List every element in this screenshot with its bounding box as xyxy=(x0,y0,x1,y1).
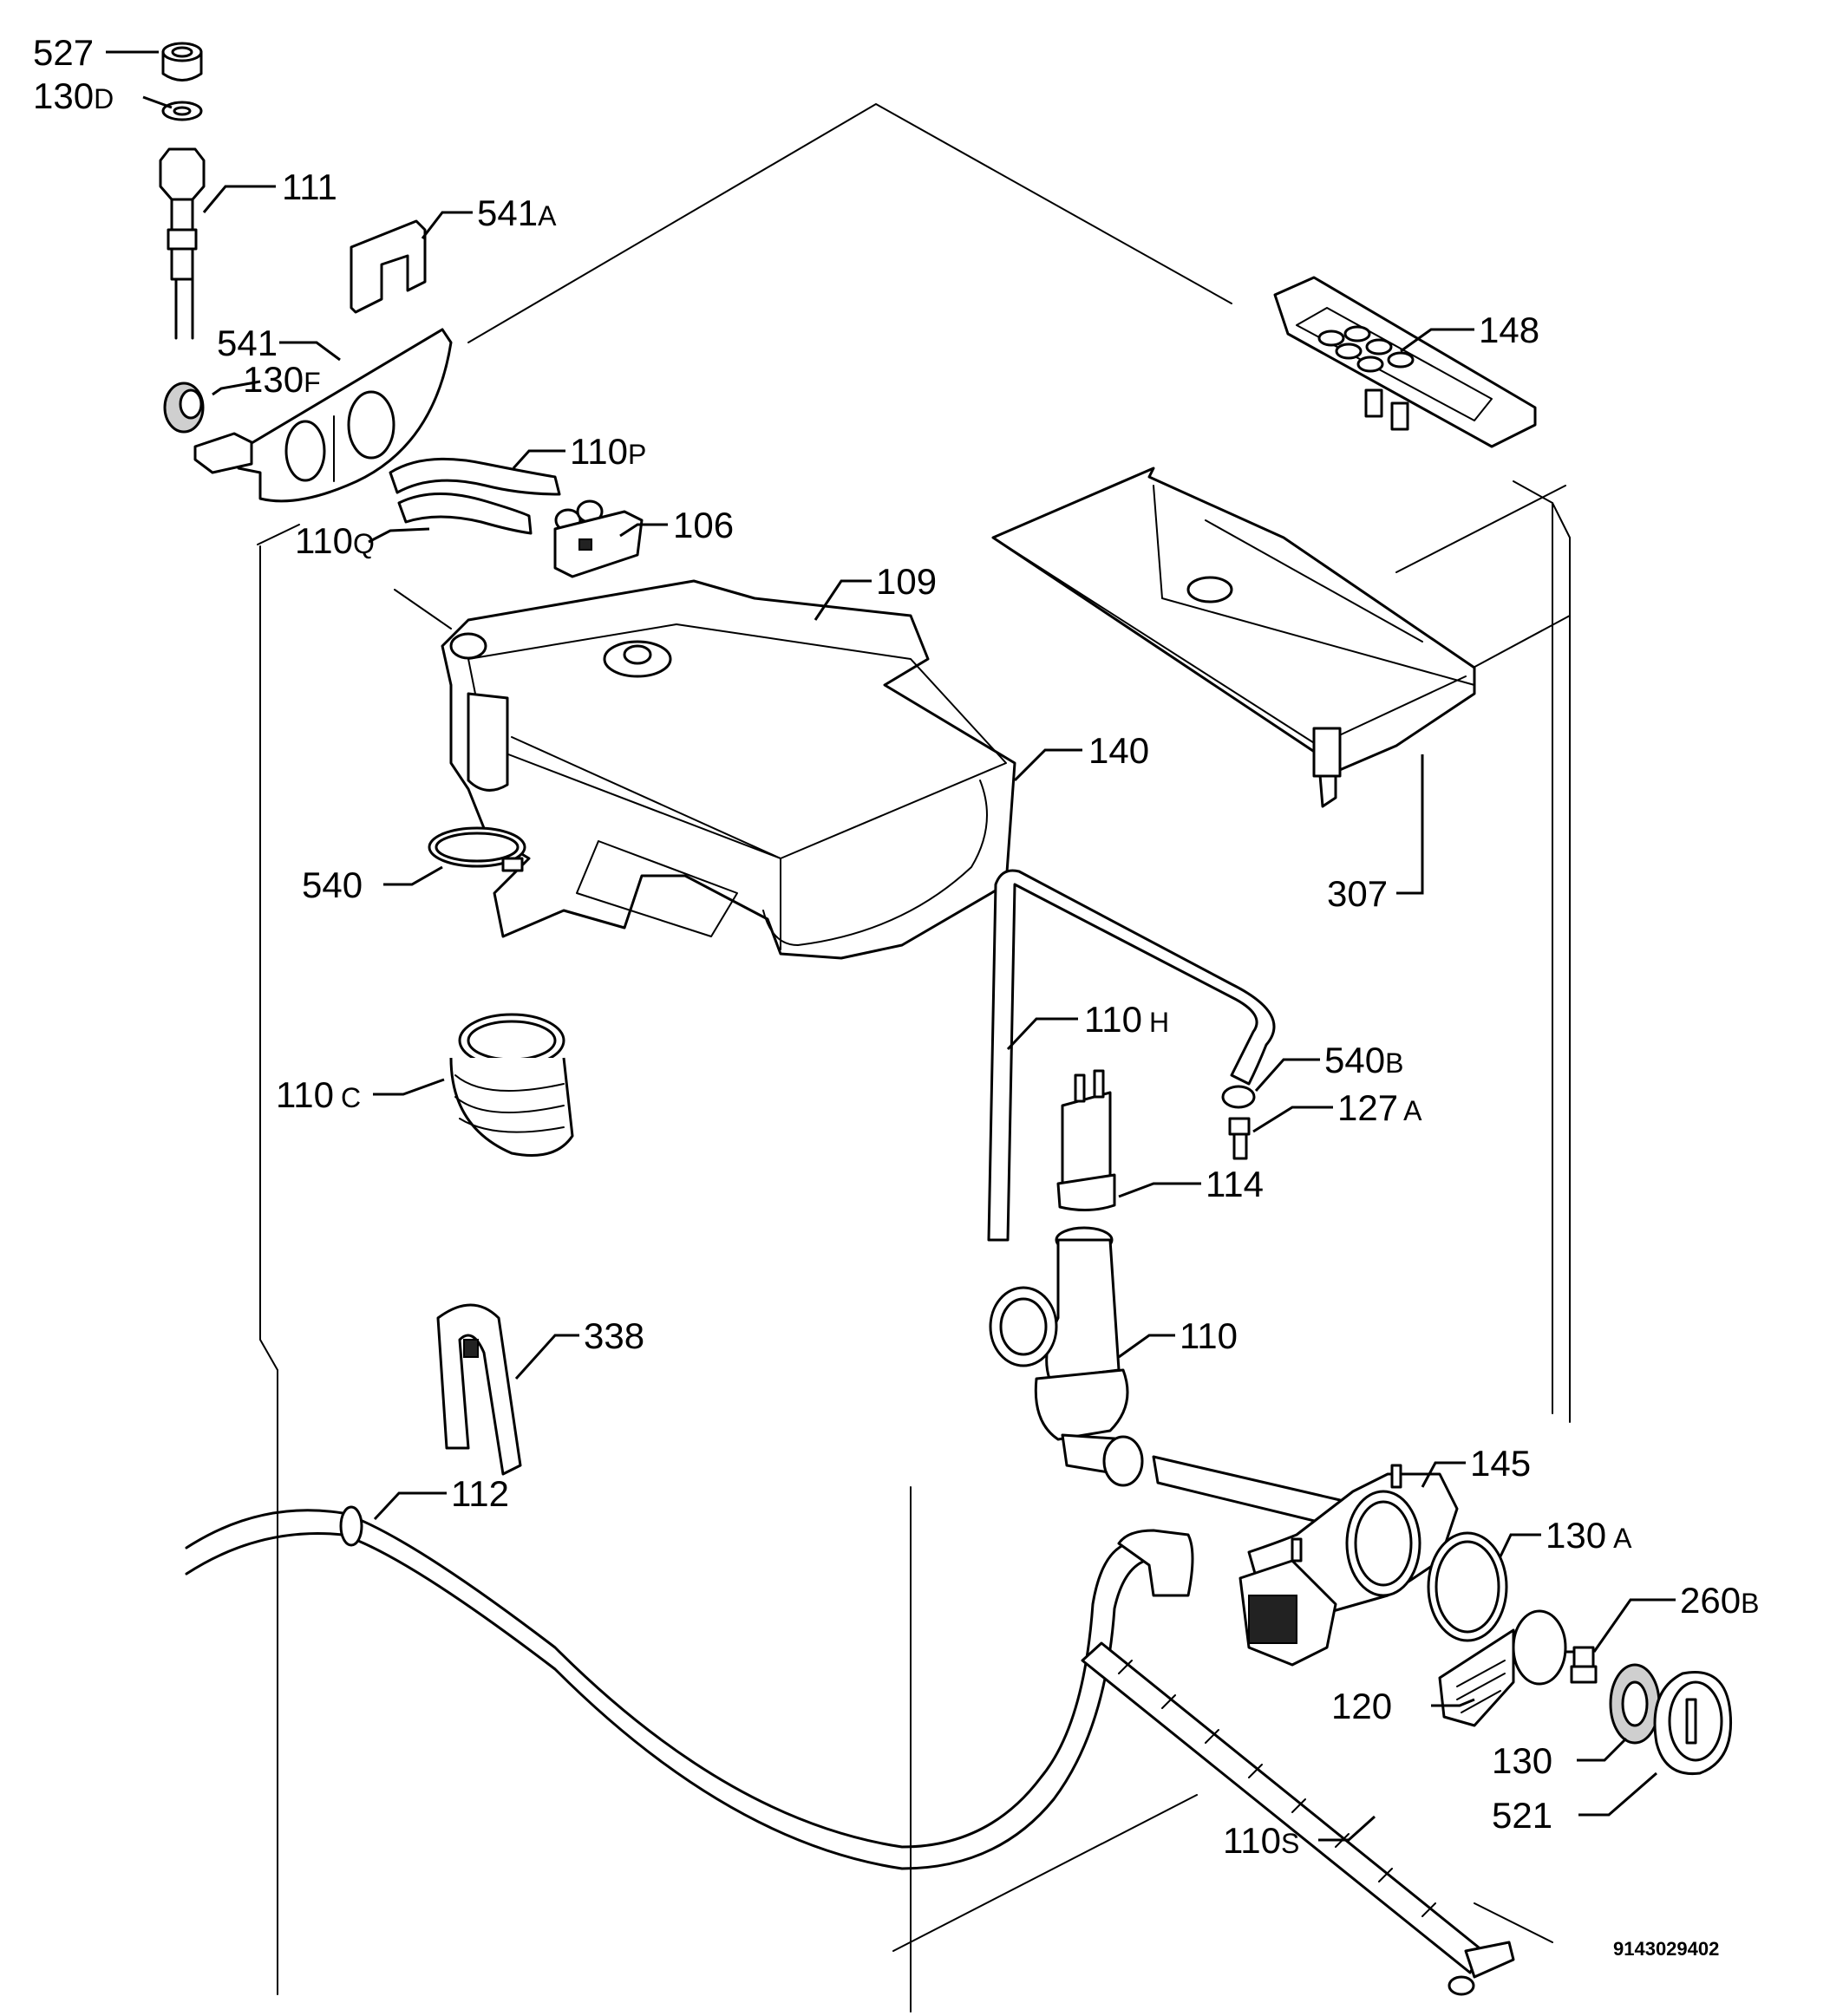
part-130d-washer xyxy=(161,101,203,121)
part-109-tub-cover xyxy=(441,579,1016,960)
part-145-drain-pump xyxy=(1152,1455,1459,1667)
part-541a-clip xyxy=(350,219,427,314)
callout-527: 527 xyxy=(33,32,94,73)
part-110s-corrugated-hose xyxy=(1081,1641,1515,1996)
part-110c-bellows xyxy=(449,1013,574,1157)
callout-110p: 110P xyxy=(570,431,646,472)
callout-111: 111 xyxy=(282,166,337,207)
part-540b-clamp xyxy=(1221,1085,1256,1109)
part-130-gasket xyxy=(1609,1663,1661,1745)
callout-109: 109 xyxy=(876,561,937,602)
part-112-drain-hose xyxy=(185,1505,1194,1870)
callout-130f: 130F xyxy=(243,359,321,400)
callout-521: 521 xyxy=(1492,1795,1552,1836)
part-307-dispenser-drawer xyxy=(991,466,1476,808)
callout-120: 120 xyxy=(1331,1686,1392,1726)
callout-140: 140 xyxy=(1088,730,1149,771)
part-106-valve xyxy=(553,499,644,578)
callout-130d: 130D xyxy=(33,75,114,116)
part-338-hose-guide xyxy=(436,1303,522,1476)
part-110p-110q-hoses xyxy=(389,457,561,535)
callout-110: 110 xyxy=(1180,1315,1238,1356)
part-130f-nut xyxy=(163,382,205,434)
callout-145: 145 xyxy=(1470,1443,1531,1484)
part-260b-spring xyxy=(1570,1646,1598,1684)
callout-307: 307 xyxy=(1327,873,1388,914)
callout-148: 148 xyxy=(1479,310,1539,350)
callout-130: 130 xyxy=(1492,1740,1552,1781)
part-110-elbow-hose xyxy=(989,1226,1144,1487)
callout-540: 540 xyxy=(302,864,363,905)
cabinet-outline xyxy=(257,103,1571,2013)
callout-541: 541 xyxy=(217,323,278,363)
part-527-cap-nut xyxy=(161,42,203,82)
callout-540b: 540B xyxy=(1324,1040,1403,1080)
part-140-seal xyxy=(762,780,988,946)
diagram-code: 9143029402 xyxy=(1613,1938,1719,1960)
part-541-bracket xyxy=(193,328,453,503)
part-110h-hose xyxy=(987,869,1276,1242)
part-540-clamp xyxy=(428,826,526,872)
part-111-inlet-hose xyxy=(159,147,206,340)
callout-114: 114 xyxy=(1206,1164,1264,1204)
callout-260b: 260B xyxy=(1680,1580,1759,1621)
part-130a-seal-ring xyxy=(1427,1531,1508,1642)
callout-110s: 110S xyxy=(1223,1820,1299,1861)
leader-lines xyxy=(106,50,1676,1842)
part-521-filter-knob xyxy=(1653,1671,1733,1776)
callout-112: 112 xyxy=(451,1473,509,1514)
part-120-filter xyxy=(1438,1609,1585,1727)
callout-338: 338 xyxy=(584,1315,644,1356)
callout-106: 106 xyxy=(673,505,734,545)
callout-110q: 110Q xyxy=(295,520,375,561)
part-127a-connector xyxy=(1228,1117,1251,1160)
part-114-pressure-sensor xyxy=(1056,1069,1116,1212)
callout-541a: 541A xyxy=(477,192,557,233)
part-148-dispenser-lid xyxy=(1273,276,1537,448)
